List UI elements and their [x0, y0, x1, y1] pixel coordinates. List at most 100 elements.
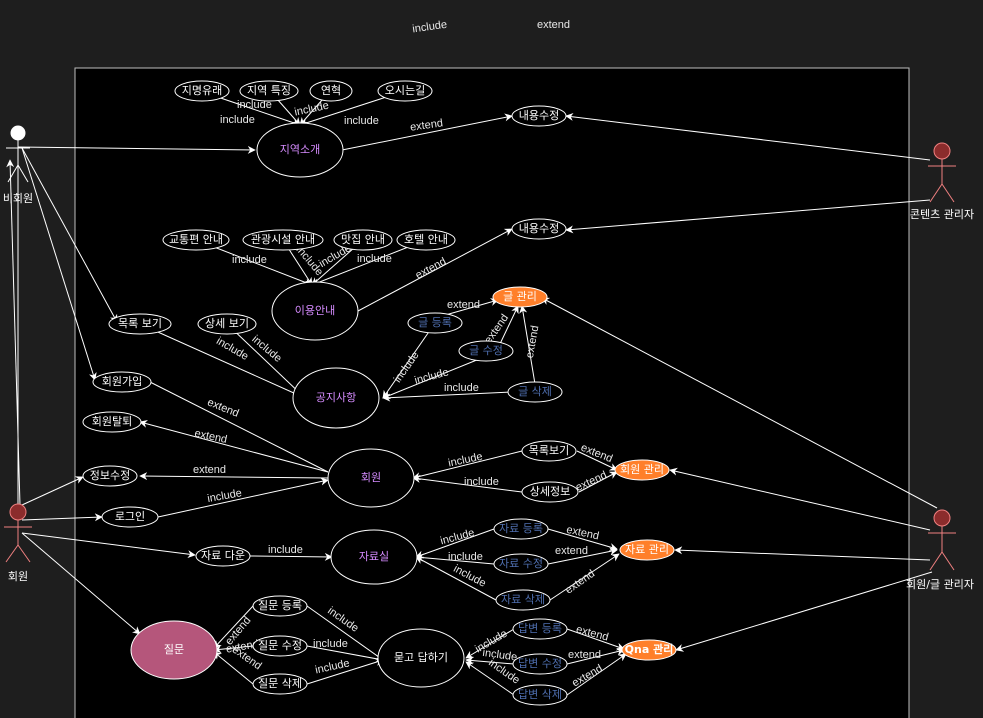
actor-guest: [6, 125, 30, 183]
include-label: include: [357, 253, 392, 265]
label-q-delete: 질문 삭제: [258, 677, 302, 690]
usecase-post-register: [407, 312, 463, 334]
usecase-region-feature: [239, 80, 299, 102]
label-edit-content-1: 내용수정: [519, 109, 559, 122]
label-q-register: 질문 등록: [258, 599, 302, 612]
extend-label: extend: [568, 649, 601, 661]
extend-label: extend: [555, 545, 588, 557]
include-label: include: [448, 551, 483, 563]
usecase-history: [309, 80, 353, 102]
include-label: include: [232, 254, 267, 266]
usecase-a-delete: [512, 684, 568, 706]
usecase-post-edit: [458, 340, 514, 362]
label-member: 회원: [361, 471, 381, 484]
usecase-member-manage: [614, 459, 670, 481]
usecase-data-room: [330, 529, 418, 585]
management-use-cases: [130, 286, 677, 680]
label-usage-guide: 이용안내: [295, 304, 335, 317]
usecase-data-register: [493, 518, 549, 540]
usecase-data-manage: [619, 539, 675, 561]
label-data-delete: 자료 삭제: [501, 593, 545, 606]
label-a-register: 답변 등록: [518, 622, 562, 635]
usecase-list-view: [108, 313, 172, 335]
label-data-room: 자료실: [359, 550, 389, 563]
relationship-lines: [6, 90, 938, 696]
actor-member: [4, 503, 32, 563]
legend-include-label: include: [412, 19, 448, 36]
usecase-data-edit: [493, 553, 549, 575]
label-data-manage: 자료 관리: [625, 543, 669, 556]
usecase-edit-content-1: [511, 105, 567, 127]
label-tour-info: 관광시설 안내: [251, 233, 315, 246]
label-region-intro: 지역소개: [280, 143, 320, 156]
usecase-notice: [292, 367, 380, 429]
usecase-post-manage: [492, 286, 548, 308]
usecase-a-edit: [512, 653, 568, 675]
usecase-detail-view: [197, 313, 257, 335]
usecase-edit-content-2: [511, 218, 567, 240]
usecase-login: [101, 506, 159, 528]
label-a-delete: 답변 삭제: [518, 688, 562, 701]
usecase-region-intro: [256, 122, 344, 178]
usecase-usage-guide: [271, 281, 359, 341]
label-name-origin: 지명유래: [182, 84, 222, 97]
usecase-question: [130, 620, 218, 680]
usecase-post-delete: [507, 381, 563, 403]
extend-label: extend: [524, 325, 542, 360]
actor-member-post-admin: [928, 509, 956, 571]
label-transport-info: 교통편 안내: [169, 233, 223, 246]
label-history: 연혁: [321, 84, 341, 97]
usecase-a-register: [512, 618, 568, 640]
usecase-tour-info: [242, 229, 324, 251]
label-list-view: 목록 보기: [118, 317, 162, 330]
usecase-withdraw: [82, 411, 142, 433]
label-detail-view: 상세 보기: [205, 317, 249, 330]
include-label: include: [482, 647, 518, 664]
usecase-qna: [377, 628, 465, 688]
include-label: include: [313, 638, 348, 650]
extend-label: extend: [193, 464, 226, 476]
label-post-delete: 글 삭제: [518, 385, 552, 398]
label-member-manage: 회원 관리: [620, 463, 664, 476]
usecase-q-register: [252, 595, 308, 617]
include-label: include: [344, 115, 379, 127]
label-q-edit: 질문 수정: [258, 639, 302, 652]
usecase-labels: 지역소개 지명유래 지역 특징 연혁 오시는길 내용수정 교통편 안내 관광시설…: [90, 84, 674, 701]
usecase-file-download: [195, 545, 251, 567]
include-label: include: [220, 114, 255, 126]
label-member-detail: 상세정보: [530, 485, 570, 498]
label-signup: 회원가입: [102, 375, 142, 388]
include-label: include: [464, 476, 499, 488]
usecase-q-delete: [252, 673, 308, 695]
label-region-feature: 지역 특징: [247, 84, 291, 97]
actor-member-post-admin-label: 회원/글 관리자: [906, 578, 974, 591]
label-file-download: 자료 다운: [201, 549, 245, 562]
usecase-q-edit: [252, 635, 308, 657]
actor-content-admin: [928, 142, 956, 203]
usecase-directions: [377, 80, 433, 102]
actor-content-admin-label: 콘텐츠 관리자: [910, 208, 974, 221]
label-qna: 묻고 답하기: [394, 650, 448, 664]
usecase-signup: [92, 371, 152, 393]
label-post-manage: 글 관리: [503, 290, 537, 303]
usecase-member-detail: [521, 481, 579, 503]
include-label: include: [268, 544, 303, 556]
label-food-info: 맛집 안내: [341, 233, 385, 246]
label-question: 질문: [164, 643, 184, 656]
label-a-edit: 답변 수정: [518, 657, 562, 670]
actor-guest-label: 비회원: [3, 192, 33, 205]
label-post-register: 글 등록: [418, 316, 452, 329]
usecase-member-list: [521, 440, 577, 462]
usecase-edit-info: [82, 465, 138, 487]
label-directions: 오시는길: [385, 84, 425, 97]
legend-extend-label: extend: [537, 19, 570, 31]
extend-label: extend: [225, 638, 260, 656]
usecase-member: [327, 448, 415, 508]
usecase-food-info: [333, 229, 393, 251]
label-edit-content-2: 내용수정: [519, 222, 559, 235]
usecase-transport-info: [162, 229, 230, 251]
label-data-edit: 자료 수정: [499, 557, 543, 570]
extend-label: extend: [447, 299, 480, 311]
usecase-qna-manage: [621, 639, 677, 661]
